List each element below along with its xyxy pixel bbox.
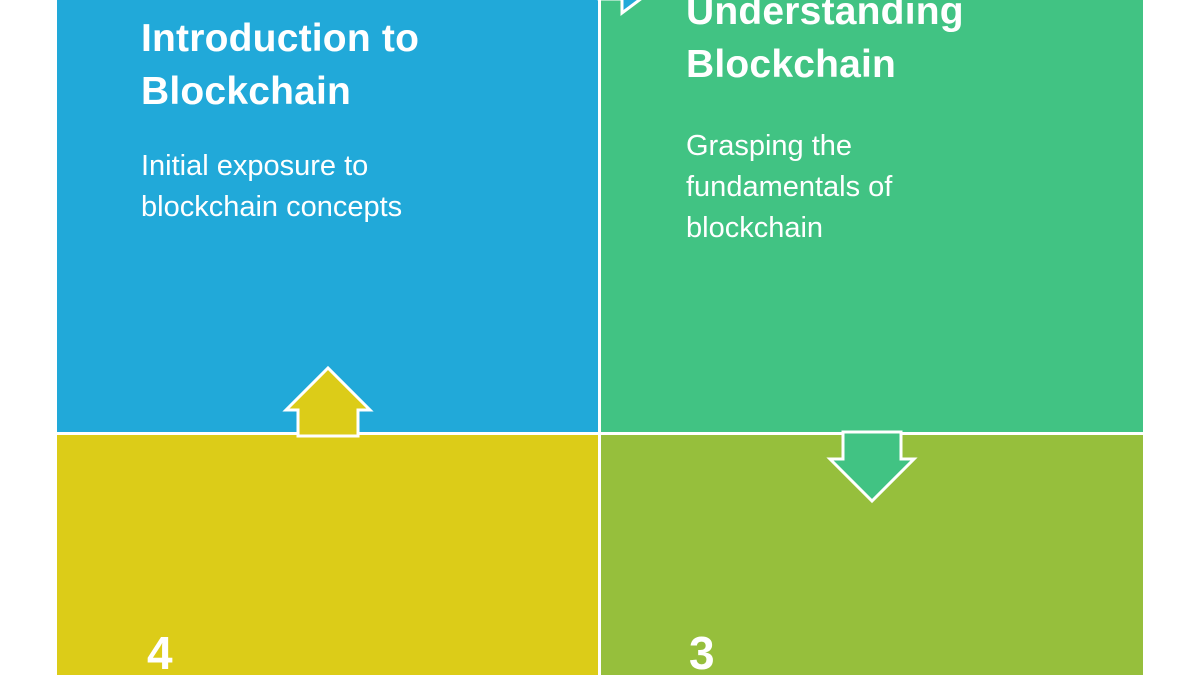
step-4-panel: 4 xyxy=(57,435,598,675)
step-2-title: Understanding Blockchain xyxy=(686,0,964,86)
step-1-title: Introduction to Blockchain xyxy=(141,17,420,113)
step-4-number: 4 xyxy=(147,627,173,675)
step-3-panel: 3 xyxy=(601,435,1143,675)
step-2-description: Grasping the fundamentals of blockchain xyxy=(686,130,893,244)
step-1-description: Initial exposure to blockchain concepts xyxy=(141,150,403,223)
step-2-panel: Understanding Blockchain Grasping the fu… xyxy=(601,0,1143,432)
step-3-number: 3 xyxy=(689,627,715,675)
step-1-panel: Introduction to Blockchain Initial expos… xyxy=(57,0,598,432)
